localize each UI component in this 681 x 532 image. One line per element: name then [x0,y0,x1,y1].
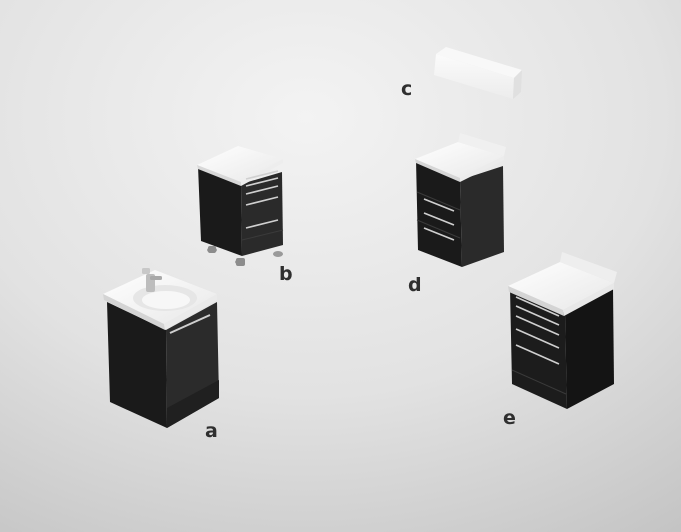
toe-kick [167,380,219,428]
shelf-side [513,70,522,99]
drawer-handle [423,227,455,241]
shelf-front [434,54,514,99]
countertop-edge [460,156,504,182]
drawer-handle [245,185,279,195]
drawer-handle [515,344,560,365]
item-label-b: b [279,263,293,285]
cabinet-side [198,166,242,256]
cabinet-side [510,288,567,409]
countertop-edge [103,294,165,330]
item-label-e: e [503,407,516,429]
wall-shelf-c [434,47,522,99]
drawer-handle [423,212,455,226]
countertop-edge [508,286,564,316]
drawer-handle [245,196,279,206]
drawer-seam [416,191,461,211]
drawer-handle [245,219,279,229]
countertop-edge [241,159,283,186]
drawer-handle [515,305,560,326]
three-drawer-cabinet-d [415,133,506,267]
countertop-edge [197,165,241,186]
countertop [508,262,614,310]
countertop [197,146,283,182]
countertop-edge [563,283,614,316]
shelf-top [436,47,522,78]
drawer-handle [515,296,560,317]
drawer-seam [511,369,567,395]
countertop-edge [415,159,460,182]
drawer-handle [515,328,560,349]
drawer-seam [416,219,461,239]
caster [273,251,283,257]
caster-wheel [236,258,245,266]
countertop-edge [164,294,217,330]
drawer-handle [245,170,279,180]
drawer-handle [423,198,455,212]
drawer-handle [245,177,279,187]
drawer-seam [241,229,284,241]
door-handle [169,314,211,334]
five-drawer-cabinet-e [508,252,617,409]
backsplash [560,252,617,283]
faucet-handle [142,268,150,274]
item-label-c: c [401,78,412,100]
cabinet-front [565,288,614,409]
countertop [415,142,504,178]
item-label-a: a [205,420,218,442]
backsplash [458,133,506,156]
mobile-drawer-cabinet-b [197,146,284,266]
sink-cabinet-a [103,268,219,428]
cabinet-front [460,166,504,267]
sink-basin-inner [142,291,190,309]
cabinet-side [416,160,462,267]
item-label-d: d [408,274,422,296]
cabinet-side [107,302,167,428]
faucet-spout [150,276,162,280]
cabinet-front [241,172,283,256]
caster-wheel [208,246,216,253]
drawer-handle [515,315,560,336]
